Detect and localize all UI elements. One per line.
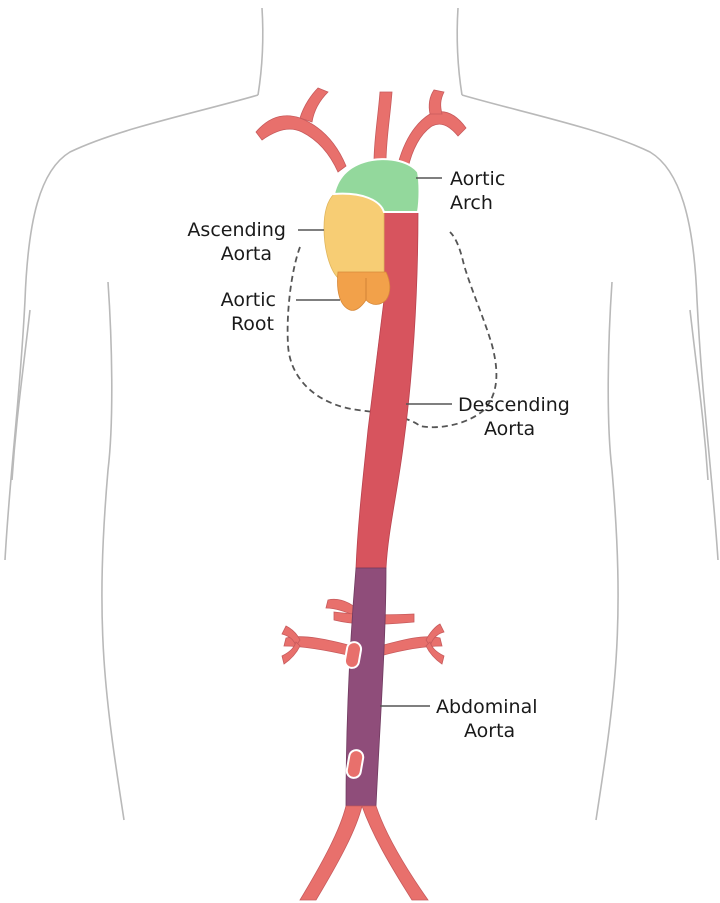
- left-subclavian: [398, 112, 466, 168]
- neck-right-line: [457, 8, 462, 95]
- abdominal-aorta-label-line1: Abdominal: [436, 696, 538, 718]
- right-shoulder-line: [462, 95, 718, 560]
- arch-branch-vessels: [256, 88, 466, 172]
- aortic-arch-label: Aortic Arch: [450, 168, 511, 214]
- left-subclavian-upper-branch: [429, 90, 444, 114]
- aortic-root-label-line2: Root: [231, 313, 274, 335]
- brachiocephalic-artery: [256, 116, 346, 172]
- descending-aorta-label-line1: Descending: [458, 394, 570, 416]
- left-upper-arm-line: [12, 310, 30, 480]
- ascending-aorta-label-line2: Aorta: [221, 243, 272, 265]
- ascending-aorta-label-line1: Ascending: [187, 219, 286, 241]
- right-common-iliac: [362, 806, 428, 900]
- neck-left-line: [258, 8, 263, 95]
- aortic-arch-label-line1: Aortic: [450, 168, 505, 190]
- ascending-aorta-label: Ascending Aorta: [187, 219, 292, 265]
- abdominal-aorta-label: Abdominal Aorta: [436, 696, 544, 742]
- aortic-root-label: Aortic Root: [221, 289, 282, 335]
- iliac-arteries: [300, 806, 428, 900]
- descending-aorta-label-line2: Aorta: [484, 418, 535, 440]
- left-chest-line: [102, 282, 124, 820]
- aortic-root-label-line1: Aortic: [221, 289, 276, 311]
- aortic-root-segment: [338, 272, 390, 310]
- abdominal-aorta-label-line2: Aorta: [464, 720, 515, 742]
- left-common-iliac: [300, 806, 362, 900]
- brachiocephalic-upper-branch: [300, 88, 328, 122]
- aortic-arch-label-line2: Arch: [450, 192, 493, 214]
- right-chest-line: [596, 282, 618, 820]
- left-shoulder-line: [5, 95, 258, 560]
- ascending-aorta-segment: [324, 190, 384, 278]
- left-common-carotid: [374, 92, 392, 162]
